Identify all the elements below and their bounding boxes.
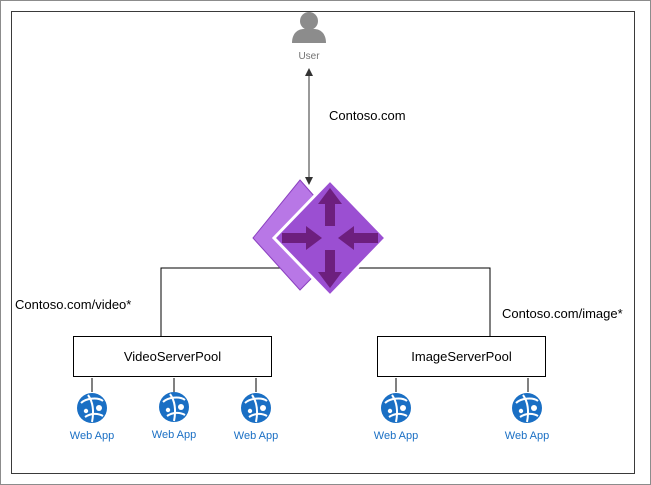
image-server-pool-label: ImageServerPool: [411, 349, 512, 364]
web-app-icon: [512, 393, 542, 423]
diagram-border: [11, 11, 635, 474]
web-app-2[interactable]: Web App: [149, 391, 199, 441]
image-server-pool[interactable]: ImageServerPool: [377, 336, 546, 377]
application-gateway-icon[interactable]: [252, 177, 389, 299]
web-app-label: Web App: [233, 430, 279, 442]
user-icon: [292, 12, 326, 43]
video-server-pool-label: VideoServerPool: [123, 349, 222, 364]
web-app-icon: [241, 393, 271, 423]
pool-webapp-lines: [91, 378, 529, 392]
web-app-icon: [381, 393, 411, 423]
web-app-label: Web App: [151, 429, 197, 441]
web-app-4[interactable]: Web App: [371, 392, 421, 442]
web-app-1[interactable]: Web App: [67, 392, 117, 442]
web-app-icon: [77, 393, 107, 423]
video-server-pool[interactable]: VideoServerPool: [73, 336, 272, 377]
route-image-label: Contoso.com/image*: [502, 306, 623, 321]
web-app-icon: [159, 392, 189, 422]
web-app-label: Web App: [504, 430, 550, 442]
user-label: User: [298, 51, 320, 62]
web-app-label: Web App: [373, 430, 419, 442]
web-app-3[interactable]: Web App: [231, 392, 281, 442]
web-app-label: Web App: [69, 430, 115, 442]
web-app-5[interactable]: Web App: [502, 392, 552, 442]
route-video-label: Contoso.com/video*: [15, 297, 132, 312]
domain-label: Contoso.com: [329, 108, 406, 123]
